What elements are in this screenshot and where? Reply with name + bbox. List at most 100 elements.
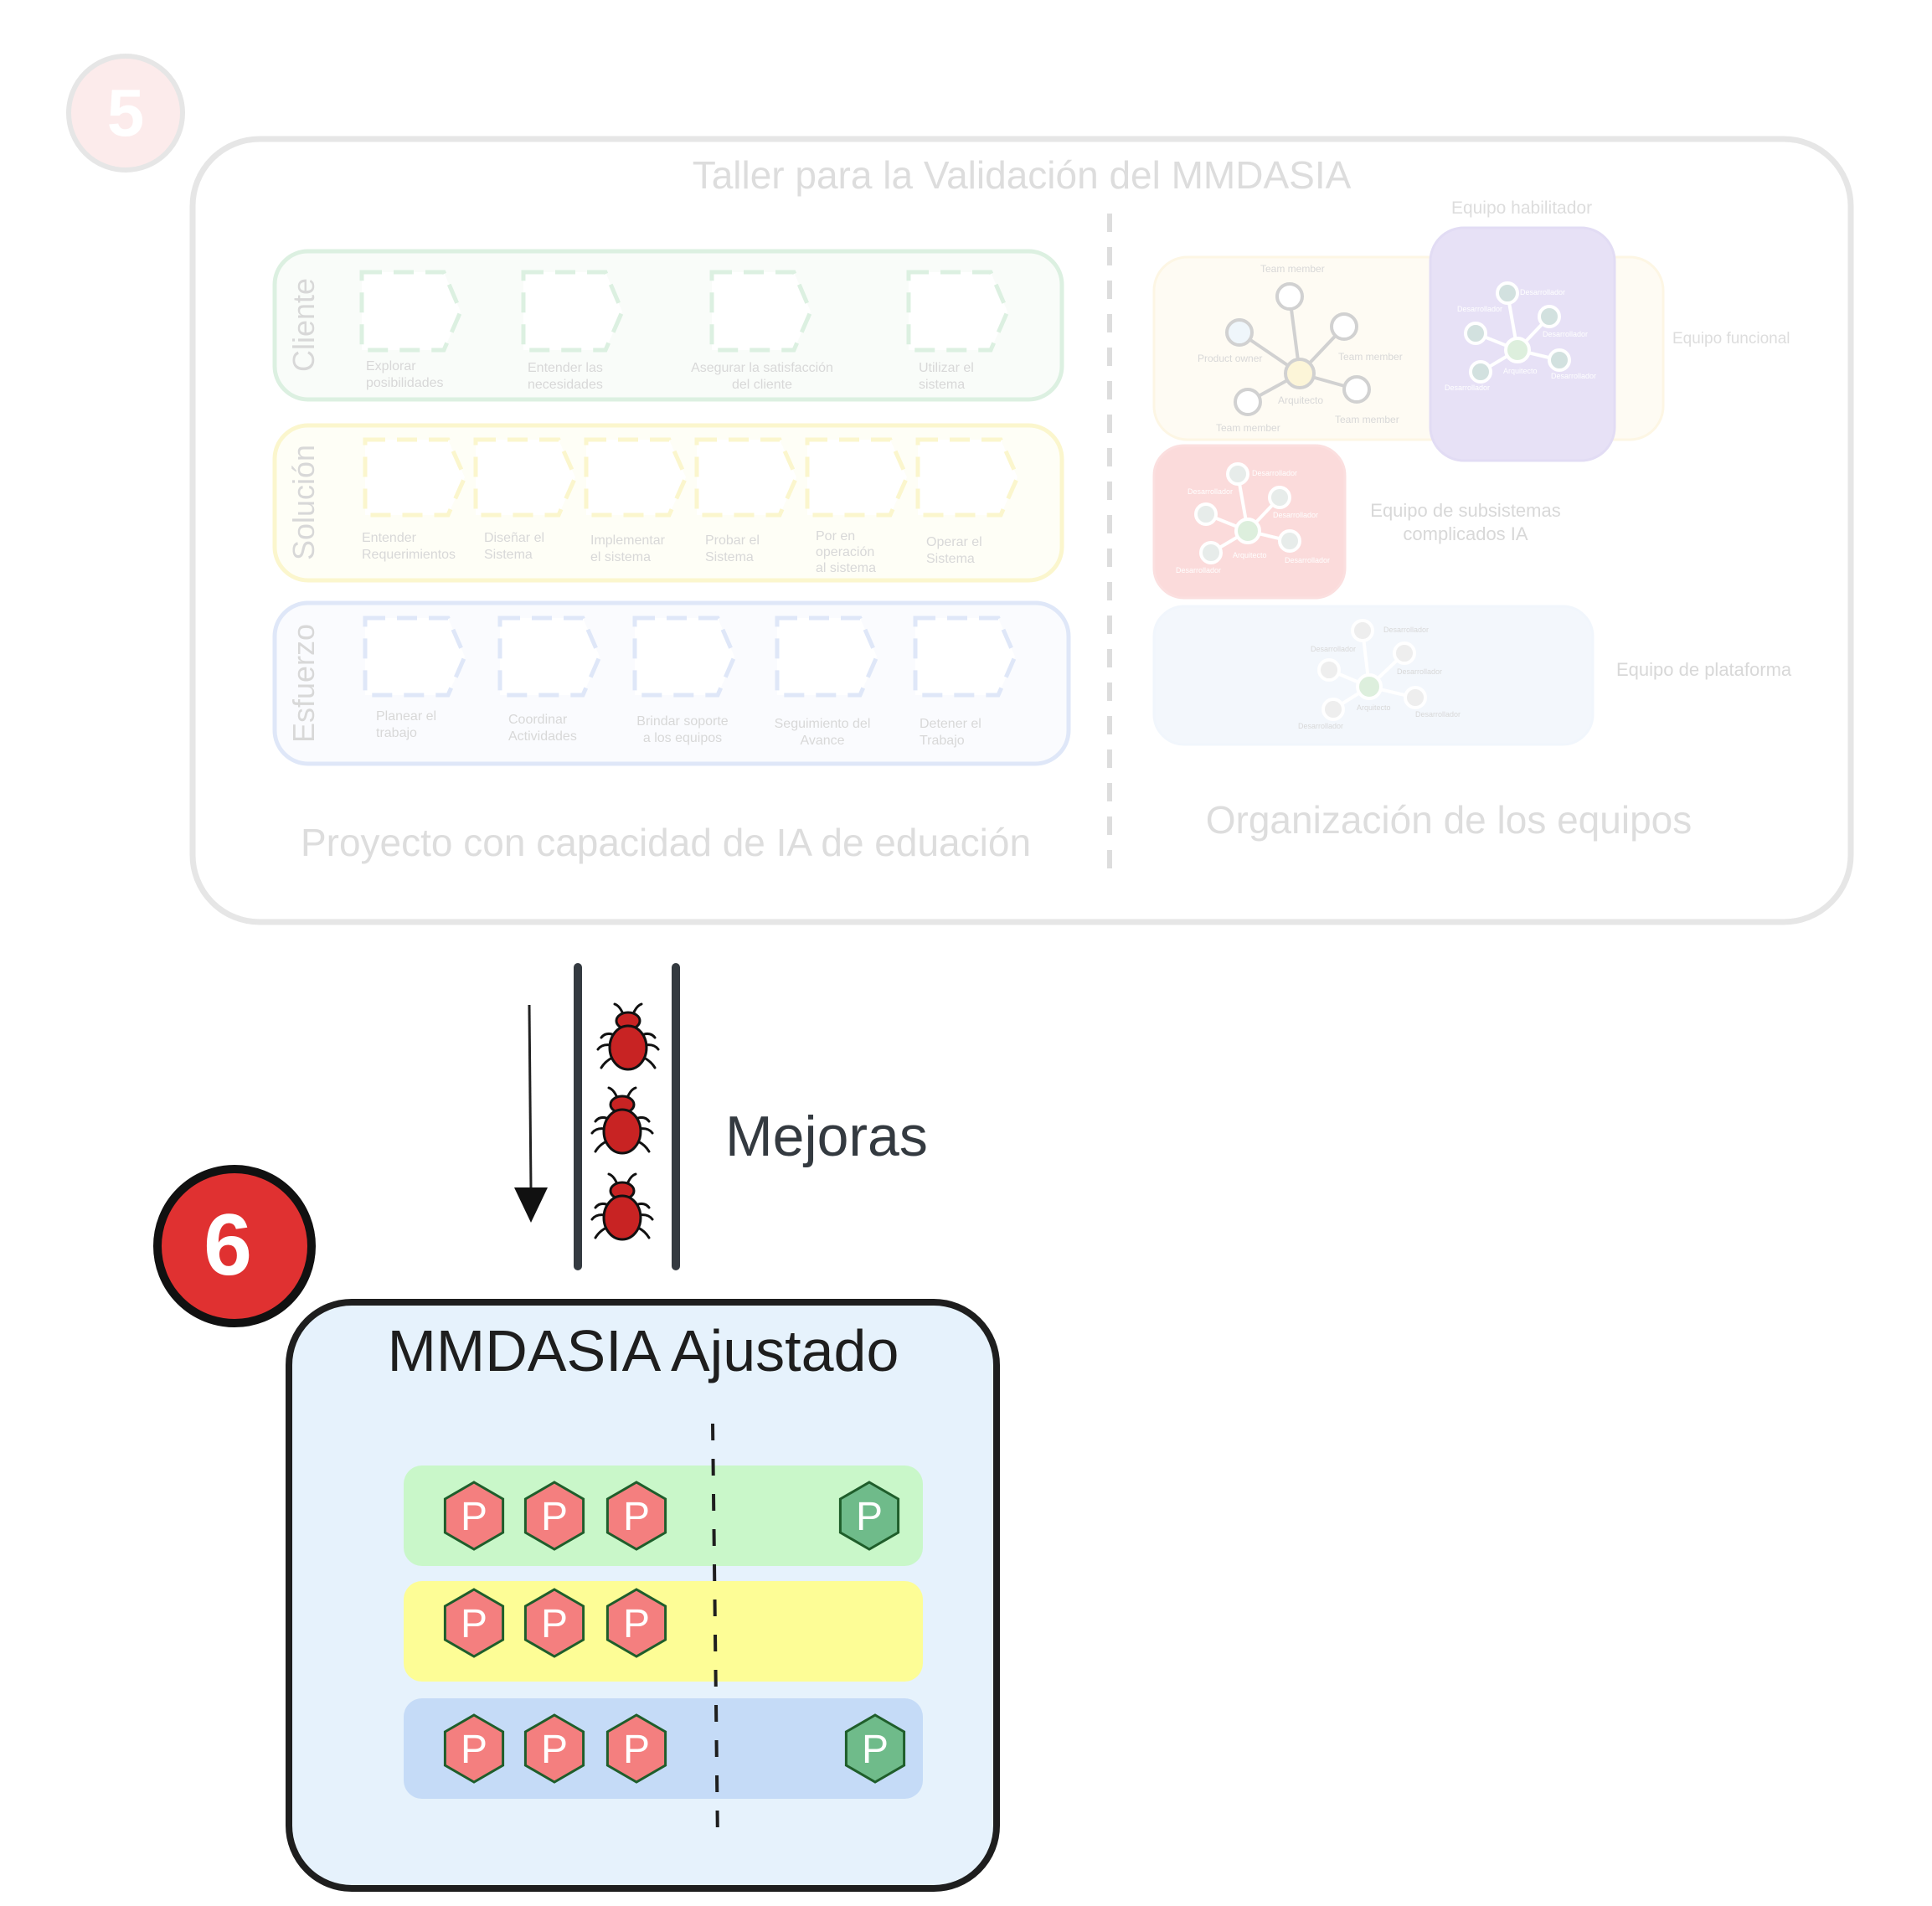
svg-text:Team member: Team member bbox=[1260, 263, 1325, 275]
lane-cliente-steps bbox=[359, 270, 1010, 353]
svg-text:Desarrollador: Desarrollador bbox=[1252, 469, 1297, 477]
pending-token: P bbox=[523, 1713, 585, 1784]
pending-token: P bbox=[605, 1713, 667, 1784]
token-label: P bbox=[461, 1728, 487, 1772]
token-label: P bbox=[623, 1495, 650, 1539]
bug-icon bbox=[590, 1086, 654, 1155]
step6-number: 6 bbox=[204, 1197, 252, 1294]
step5-section: 5 Taller para la Validación del MMDASIA … bbox=[66, 54, 1854, 925]
step5-badge bbox=[66, 54, 185, 173]
svg-text:Product owner: Product owner bbox=[1198, 353, 1262, 364]
svg-text:Desarrollador: Desarrollador bbox=[1457, 305, 1502, 313]
svg-text:Desarrollador: Desarrollador bbox=[1551, 372, 1596, 380]
svg-text:Desarrollador: Desarrollador bbox=[1397, 667, 1442, 676]
improvements-flow: Mejoras bbox=[514, 963, 928, 1270]
pending-token: P bbox=[523, 1481, 585, 1551]
pending-token: P bbox=[605, 1588, 667, 1658]
pending-token: P bbox=[523, 1588, 585, 1658]
functional-team-box bbox=[1152, 255, 1665, 441]
lane-solucion bbox=[272, 423, 1064, 583]
enabling-team-node-labels: Desarrollador Desarrollador Desarrollado… bbox=[1445, 288, 1596, 392]
svg-text:Desarrollador: Desarrollador bbox=[1188, 487, 1233, 496]
lane-esfuerzo-steps bbox=[363, 616, 1018, 698]
adjusted-model-title: MMDASIA Ajustado bbox=[388, 1318, 899, 1383]
token-label: P bbox=[461, 1602, 487, 1646]
done-token: P bbox=[844, 1713, 906, 1784]
complicated-team-node-labels: Desarrollador Desarrollador Desarrollado… bbox=[1176, 469, 1330, 574]
svg-text:Arquitecto: Arquitecto bbox=[1503, 367, 1538, 375]
project-caption: Proyecto con capacidad de IA de eduación bbox=[301, 821, 1031, 864]
lane-label-cliente: Cliente bbox=[286, 278, 321, 372]
platform-team-box bbox=[1152, 605, 1595, 746]
step6-badge bbox=[153, 1165, 316, 1327]
svg-text:Desarrollador: Desarrollador bbox=[1311, 645, 1356, 653]
improvements-label: Mejoras bbox=[725, 1105, 928, 1168]
platform-team-label: Equipo de plataforma bbox=[1616, 659, 1792, 680]
enabling-team-box bbox=[1429, 226, 1616, 462]
svg-text:Desarrollador: Desarrollador bbox=[1543, 330, 1588, 338]
enabling-team-graph bbox=[1464, 281, 1571, 384]
svg-text:Desarrollador: Desarrollador bbox=[1298, 722, 1343, 730]
svg-text:Team member: Team member bbox=[1338, 351, 1403, 363]
svg-text:Arquitecto: Arquitecto bbox=[1233, 551, 1267, 559]
svg-text:Team member: Team member bbox=[1216, 422, 1280, 434]
svg-text:Desarrollador: Desarrollador bbox=[1445, 384, 1490, 392]
pending-token: P bbox=[443, 1481, 505, 1551]
workshop-title: Taller para la Validación del MMDASIA bbox=[693, 153, 1352, 197]
svg-text:Desarrollador: Desarrollador bbox=[1520, 288, 1565, 296]
bug-icon bbox=[590, 1172, 654, 1241]
pending-token: P bbox=[443, 1713, 505, 1784]
svg-text:Arquitecto: Arquitecto bbox=[1278, 394, 1323, 406]
svg-text:Desarrollador: Desarrollador bbox=[1383, 626, 1429, 634]
lane-label-esfuerzo: Esfuerzo bbox=[286, 624, 321, 743]
complicated-team-box bbox=[1152, 444, 1347, 600]
teams-caption: Organización de los equipos bbox=[1206, 798, 1692, 842]
step5-number: 5 bbox=[107, 75, 145, 150]
complicated-team-graph bbox=[1194, 462, 1301, 564]
svg-text:Desarrollador: Desarrollador bbox=[1176, 566, 1221, 574]
flow-arrow-head bbox=[514, 1187, 548, 1223]
lane-solucion-steps bbox=[363, 437, 1020, 518]
flow-arrow-shaft bbox=[528, 1004, 533, 1190]
svg-text:Arquitecto: Arquitecto bbox=[1357, 703, 1391, 712]
token-label: P bbox=[623, 1602, 650, 1646]
token-label: P bbox=[541, 1602, 568, 1646]
functional-team-graph bbox=[1225, 282, 1371, 416]
lane-cliente bbox=[272, 249, 1064, 402]
platform-team-graph bbox=[1317, 619, 1427, 721]
svg-text:Team member: Team member bbox=[1335, 414, 1399, 425]
token-label: P bbox=[862, 1728, 889, 1772]
svg-text:Desarrollador: Desarrollador bbox=[1285, 556, 1330, 564]
token-label: P bbox=[461, 1495, 487, 1539]
svg-text:Desarrollador: Desarrollador bbox=[1415, 710, 1461, 719]
enabling-team-label: Equipo habilitador bbox=[1451, 198, 1592, 218]
token-label: P bbox=[541, 1495, 568, 1539]
token-label: P bbox=[623, 1728, 650, 1772]
bug-icon bbox=[596, 1002, 660, 1071]
svg-text:Desarrollador: Desarrollador bbox=[1273, 511, 1318, 519]
functional-team-node-labels: Team member Product owner Team member Ar… bbox=[1198, 263, 1403, 434]
pending-token: P bbox=[443, 1588, 505, 1658]
platform-team-node-labels: Desarrollador Desarrollador Desarrollado… bbox=[1298, 626, 1461, 730]
done-token: P bbox=[838, 1481, 900, 1551]
workshop-frame bbox=[189, 136, 1854, 925]
